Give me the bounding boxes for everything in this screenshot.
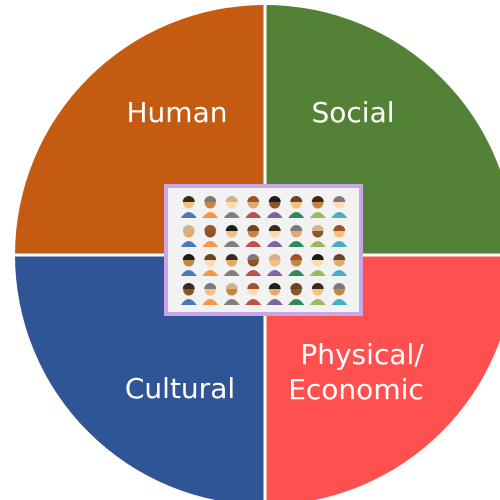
avatar-icon <box>288 254 305 276</box>
avatar-icon <box>245 283 262 305</box>
avatar-icon <box>288 283 305 305</box>
avatar-icon <box>202 254 219 276</box>
avatar-icon <box>266 196 283 218</box>
avatar-icon <box>309 254 326 276</box>
avatar-icon <box>309 196 326 218</box>
avatar-icon <box>288 225 305 247</box>
avatar-icon <box>245 254 262 276</box>
avatar-icon <box>223 254 240 276</box>
avatar-icon <box>245 196 262 218</box>
quadrant-label-physical-line1: Physical/ <box>300 338 424 371</box>
quadrant-label-human: Human <box>127 96 228 129</box>
avatar-icon <box>180 196 197 218</box>
avatar-icon <box>245 225 262 247</box>
quadrant-label-cultural: Cultural <box>125 372 235 405</box>
avatar-icon <box>202 225 219 247</box>
avatar-icon <box>223 196 240 218</box>
avatar-icon <box>266 225 283 247</box>
avatar-icon <box>331 196 348 218</box>
avatar-icon <box>331 254 348 276</box>
center-image-frame <box>164 184 363 316</box>
avatar-icon <box>180 225 197 247</box>
avatar-icon <box>202 283 219 305</box>
avatar-icon <box>331 225 348 247</box>
avatar-icon <box>266 283 283 305</box>
quadrant-physical-economic <box>265 255 500 500</box>
people-avatars-grid-icon <box>164 184 363 316</box>
avatar-icon <box>180 254 197 276</box>
avatar-icon <box>223 225 240 247</box>
quadrant-cultural <box>15 255 265 500</box>
avatar-icon <box>202 196 219 218</box>
avatar-icon <box>266 254 283 276</box>
avatar-icon <box>180 283 197 305</box>
avatar-icon <box>331 283 348 305</box>
avatar-icon <box>309 225 326 247</box>
avatar-grid <box>180 196 348 305</box>
quadrant-label-social: Social <box>311 96 394 129</box>
quadrant-label-physical-line2: Economic <box>288 373 424 406</box>
avatar-icon <box>309 283 326 305</box>
avatar-icon <box>223 283 240 305</box>
avatar-icon <box>288 196 305 218</box>
